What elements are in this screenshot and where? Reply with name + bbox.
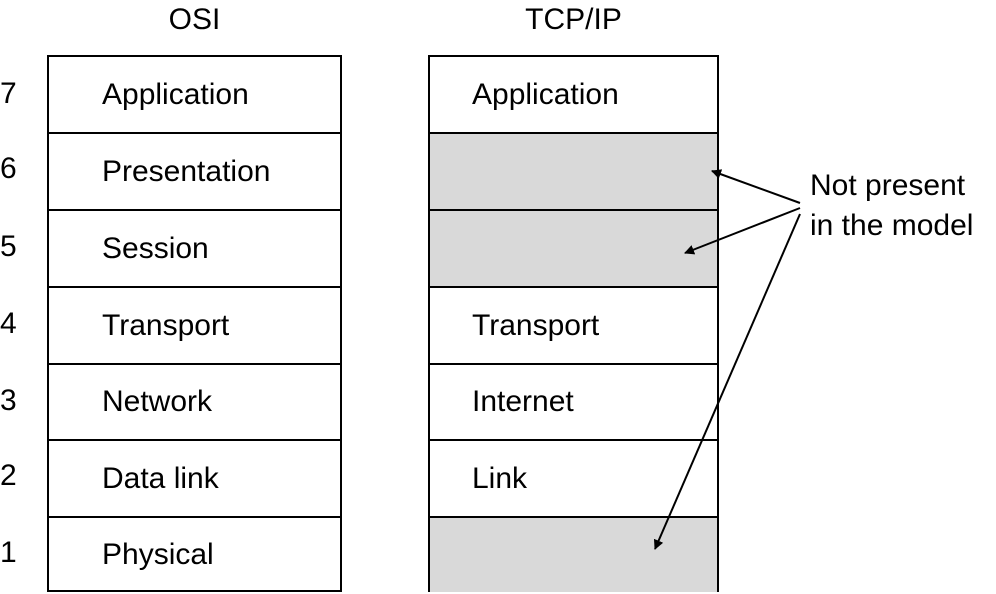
layer-number-2: 2 xyxy=(0,459,17,492)
tcp-ip-layer-internet: Internet xyxy=(430,363,717,439)
osi-layer-application: Application xyxy=(102,77,249,111)
tcp-ip-layer-application: Application xyxy=(472,77,619,111)
osi-model-stack: Application Presentation Session Transpo… xyxy=(47,55,342,592)
tcp-ip-layer-absent-session xyxy=(430,209,717,286)
osi-layer-presentation: Presentation xyxy=(49,132,340,209)
layer-number-6: 6 xyxy=(0,152,17,185)
layer-number-7: 7 xyxy=(0,77,17,110)
layer-number-3: 3 xyxy=(0,384,17,417)
arrow-to-presentation-gap xyxy=(711,169,801,204)
tcp-ip-heading: TCP/IP xyxy=(525,3,622,36)
note-line-1: Not present xyxy=(810,169,966,202)
tcp-ip-model-stack: Application Transport Internet Link xyxy=(428,55,719,592)
layer-number-4: 4 xyxy=(0,307,17,340)
tcp-ip-layer-transport: Transport xyxy=(430,286,717,363)
osi-layer-network: Network xyxy=(49,363,340,439)
layer-number-1: 1 xyxy=(0,536,17,569)
osi-layer-session: Session xyxy=(49,209,340,286)
layer-number-5: 5 xyxy=(0,230,17,263)
osi-layer-physical: Physical xyxy=(49,516,340,592)
osi-layer-data-link: Data link xyxy=(49,439,340,516)
osi-layer-transport: Transport xyxy=(49,286,340,363)
tcp-ip-layer-link: Link xyxy=(430,439,717,516)
not-present-note: Not present in the model xyxy=(810,166,973,246)
note-line-2: in the model xyxy=(810,209,974,242)
osi-heading: OSI xyxy=(168,3,221,36)
tcp-ip-layer-absent-presentation xyxy=(430,132,717,209)
tcp-ip-layer-absent-physical xyxy=(430,516,717,592)
